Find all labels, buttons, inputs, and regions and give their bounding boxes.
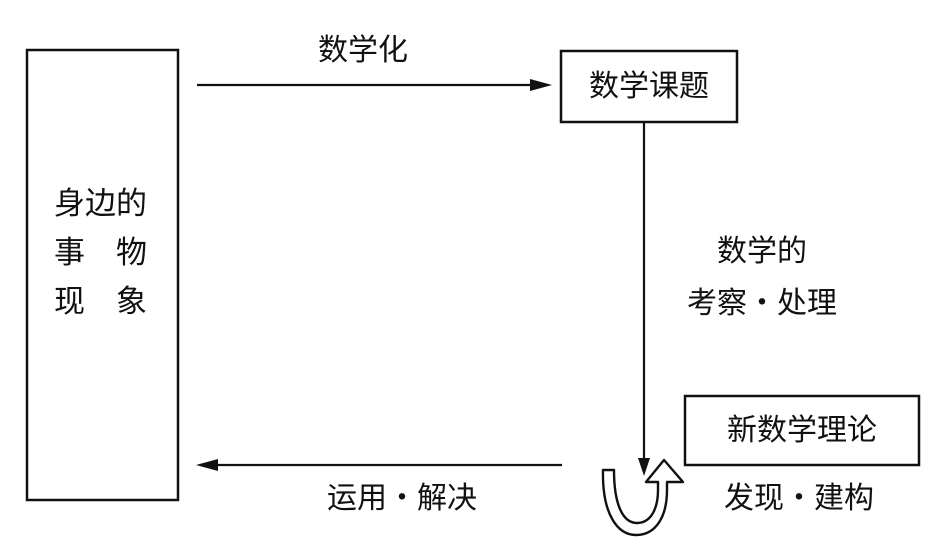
new-theory-box <box>683 394 921 467</box>
phenomena-line-1: 身边的 <box>54 186 147 222</box>
math-topic-box <box>559 49 739 124</box>
phenomena-line-2: 事 物 <box>54 235 147 271</box>
apply-arrowhead <box>196 459 218 471</box>
phenomena-line-3: 现 象 <box>54 284 147 320</box>
new-theory-label: 新数学理论 <box>727 413 877 448</box>
phenomena-box <box>25 48 180 502</box>
examine-line-2: 考察・处理 <box>687 286 837 321</box>
discovery-loop-arrow <box>601 458 685 537</box>
discover-label: 发现・建构 <box>724 481 874 516</box>
mathematize-arrowhead <box>530 79 552 91</box>
mathematize-label: 数学化 <box>318 33 408 68</box>
examine-label: 数学的 考察・处理 <box>687 226 837 330</box>
examine-line-1: 数学的 <box>717 234 807 269</box>
phenomena-label: 身边的 事 物 现 象 <box>54 180 147 327</box>
apply-label: 运用・解决 <box>327 481 477 516</box>
examine-arrowhead <box>638 458 650 476</box>
math-topic-label: 数学课题 <box>589 69 709 104</box>
